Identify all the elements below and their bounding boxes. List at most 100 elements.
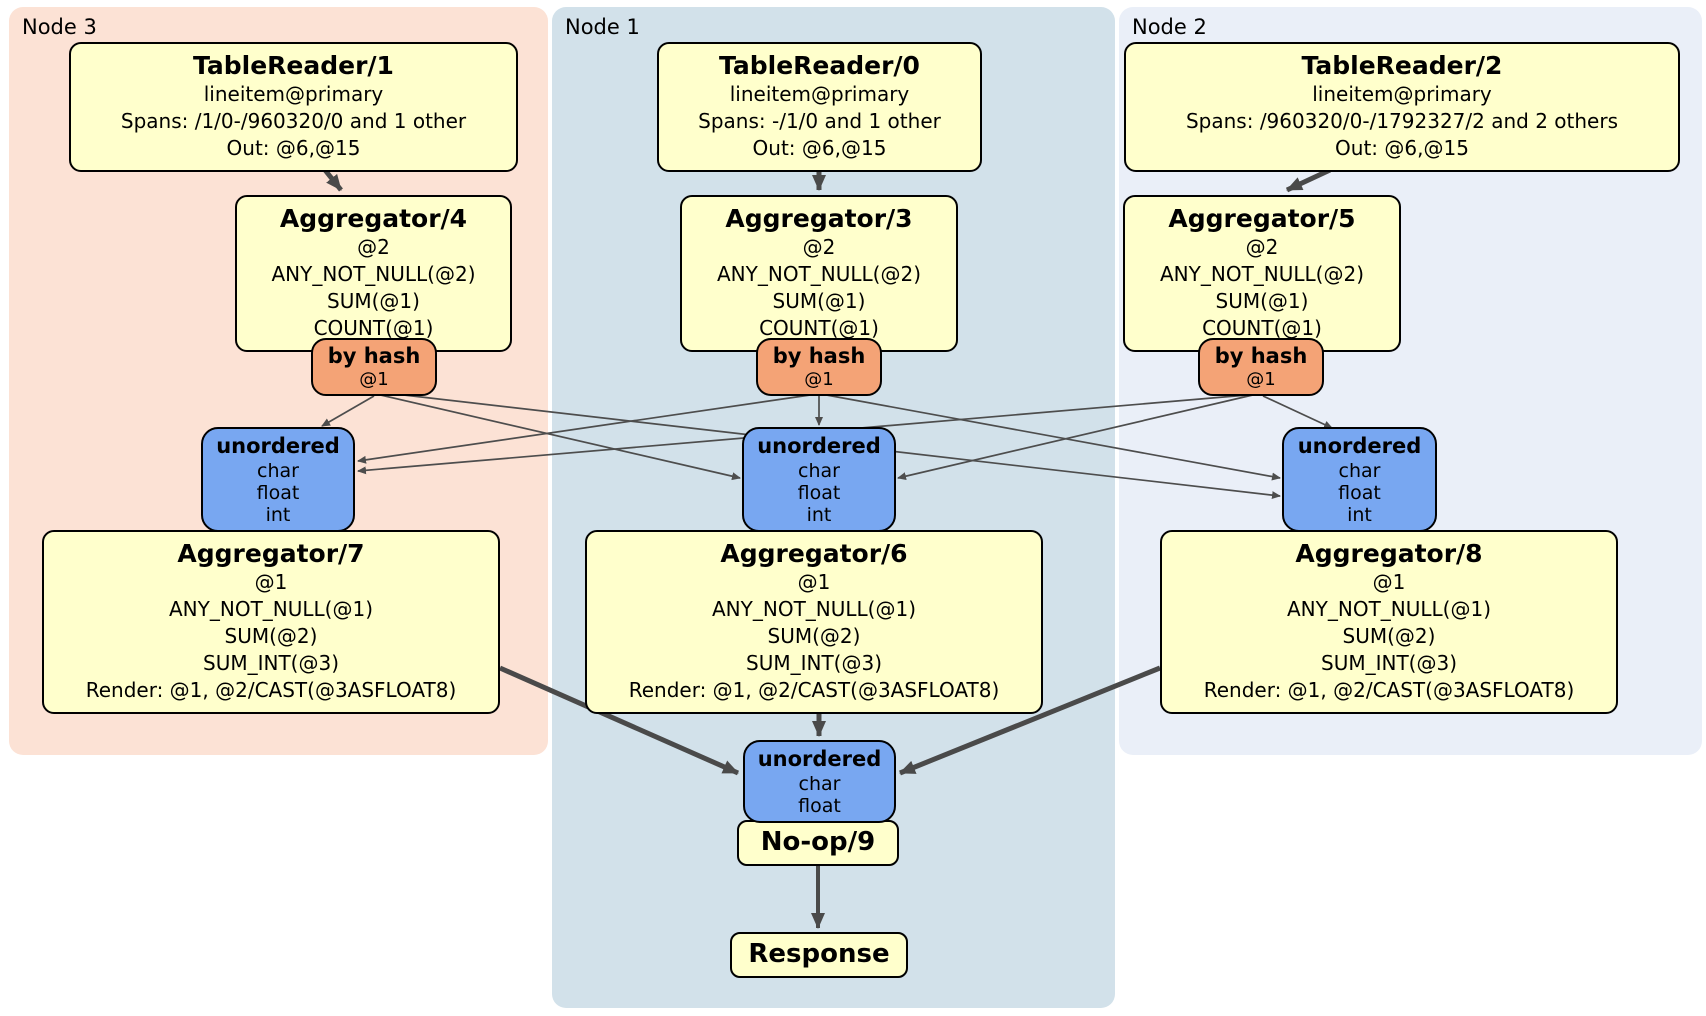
node-title: Aggregator/5 bbox=[1168, 204, 1356, 233]
detail-line: Out: @6,@15 bbox=[226, 136, 361, 160]
edge-tr1-agg4 bbox=[323, 168, 343, 192]
router-title: by hash bbox=[327, 344, 421, 368]
node-title: Aggregator/7 bbox=[177, 539, 365, 568]
detail-line: float bbox=[797, 482, 841, 504]
detail-line: SUM(@2) bbox=[767, 624, 861, 648]
by-hash-router-node3: by hash @1 bbox=[311, 338, 437, 396]
detail-line: float bbox=[1338, 482, 1381, 504]
edge-agg8-unordered bbox=[899, 665, 1161, 776]
detail-line: char bbox=[798, 460, 840, 482]
detail-line: Out: @6,@15 bbox=[1335, 136, 1469, 160]
region-label-node1: Node 1 bbox=[565, 15, 640, 39]
node-title: TableReader/2 bbox=[1301, 51, 1503, 80]
detail-line: Spans: -/1/0 and 1 other bbox=[698, 109, 941, 133]
detail-line: SUM(@1) bbox=[327, 289, 420, 313]
detail-line: ANY_NOT_NULL(@2) bbox=[1160, 262, 1364, 286]
edge-byhash2-un2 bbox=[1262, 395, 1333, 429]
detail-line: Render: @1, @2/CAST(@3ASFLOAT8) bbox=[1203, 678, 1575, 702]
node-title: Aggregator/8 bbox=[1295, 539, 1483, 568]
edge-byhash2-un1 bbox=[897, 393, 1258, 481]
detail-line: int bbox=[806, 504, 832, 526]
detail-line: Spans: /1/0-/960320/0 and 1 other bbox=[120, 109, 467, 133]
detail-line: lineitem@primary bbox=[203, 82, 384, 106]
detail-line: SUM(@1) bbox=[1215, 289, 1309, 313]
detail-line: @1 bbox=[1372, 570, 1406, 594]
detail-line: Render: @1, @2/CAST(@3ASFLOAT8) bbox=[628, 678, 1000, 702]
detail-line: COUNT(@1) bbox=[1202, 316, 1322, 340]
detail-line: char bbox=[798, 773, 841, 795]
detail-line: COUNT(@1) bbox=[759, 316, 879, 340]
node-title: Aggregator/6 bbox=[720, 539, 908, 568]
detail-line: SUM(@2) bbox=[224, 624, 318, 648]
detail-line: SUM(@2) bbox=[1342, 624, 1436, 648]
detail-line: COUNT(@1) bbox=[313, 316, 434, 340]
detail-line: ANY_NOT_NULL(@1) bbox=[1287, 597, 1491, 621]
sync-title: unordered bbox=[1297, 434, 1422, 458]
sync-title: unordered bbox=[757, 434, 881, 458]
edge-agg7-unordered bbox=[498, 665, 740, 776]
detail-line: @2 bbox=[1245, 235, 1279, 259]
detail-line: lineitem@primary bbox=[1312, 82, 1492, 106]
detail-line: ANY_NOT_NULL(@1) bbox=[712, 597, 916, 621]
edge-byhash3-un3 bbox=[321, 395, 375, 427]
detail-line: SUM_INT(@3) bbox=[746, 651, 882, 675]
router-details: @1 bbox=[321, 369, 427, 391]
detail-line: SUM_INT(@3) bbox=[1321, 651, 1457, 675]
detail-line: int bbox=[265, 504, 291, 526]
noop-node: No-op/9 bbox=[737, 820, 899, 866]
detail-line: @1 bbox=[804, 369, 834, 390]
node-title: Response bbox=[748, 939, 890, 969]
detail-line: @1 bbox=[1246, 369, 1276, 390]
node-title: TableReader/0 bbox=[719, 51, 920, 80]
region-label-node3: Node 3 bbox=[22, 15, 97, 39]
sync-title: unordered bbox=[757, 747, 882, 771]
edge-byhash1-un2 bbox=[820, 393, 1281, 481]
detail-line: @1 bbox=[797, 570, 831, 594]
detail-line: ANY_NOT_NULL(@2) bbox=[271, 262, 476, 286]
edge-tr2-agg5 bbox=[1285, 167, 1332, 193]
region-label-node2: Node 2 bbox=[1132, 15, 1207, 39]
edge-byhash3-un1 bbox=[375, 393, 741, 481]
detail-line: @2 bbox=[357, 235, 390, 259]
by-hash-router-node1: by hash @1 bbox=[756, 338, 882, 396]
detail-line: @1 bbox=[254, 570, 288, 594]
detail-line: char bbox=[1338, 460, 1381, 482]
detail-line: SUM_INT(@3) bbox=[203, 651, 339, 675]
detail-line: lineitem@primary bbox=[729, 82, 910, 106]
detail-line: int bbox=[1347, 504, 1372, 526]
node-title: Aggregator/4 bbox=[279, 204, 468, 233]
detail-line: ANY_NOT_NULL(@2) bbox=[717, 262, 921, 286]
sync-title: unordered bbox=[216, 434, 340, 458]
detail-line: @1 bbox=[359, 369, 389, 390]
by-hash-router-node2: by hash @1 bbox=[1198, 338, 1324, 396]
detail-line: float bbox=[256, 482, 300, 504]
detail-line: float bbox=[798, 795, 841, 817]
router-title: by hash bbox=[1214, 344, 1308, 368]
response-node: Response bbox=[730, 932, 908, 978]
